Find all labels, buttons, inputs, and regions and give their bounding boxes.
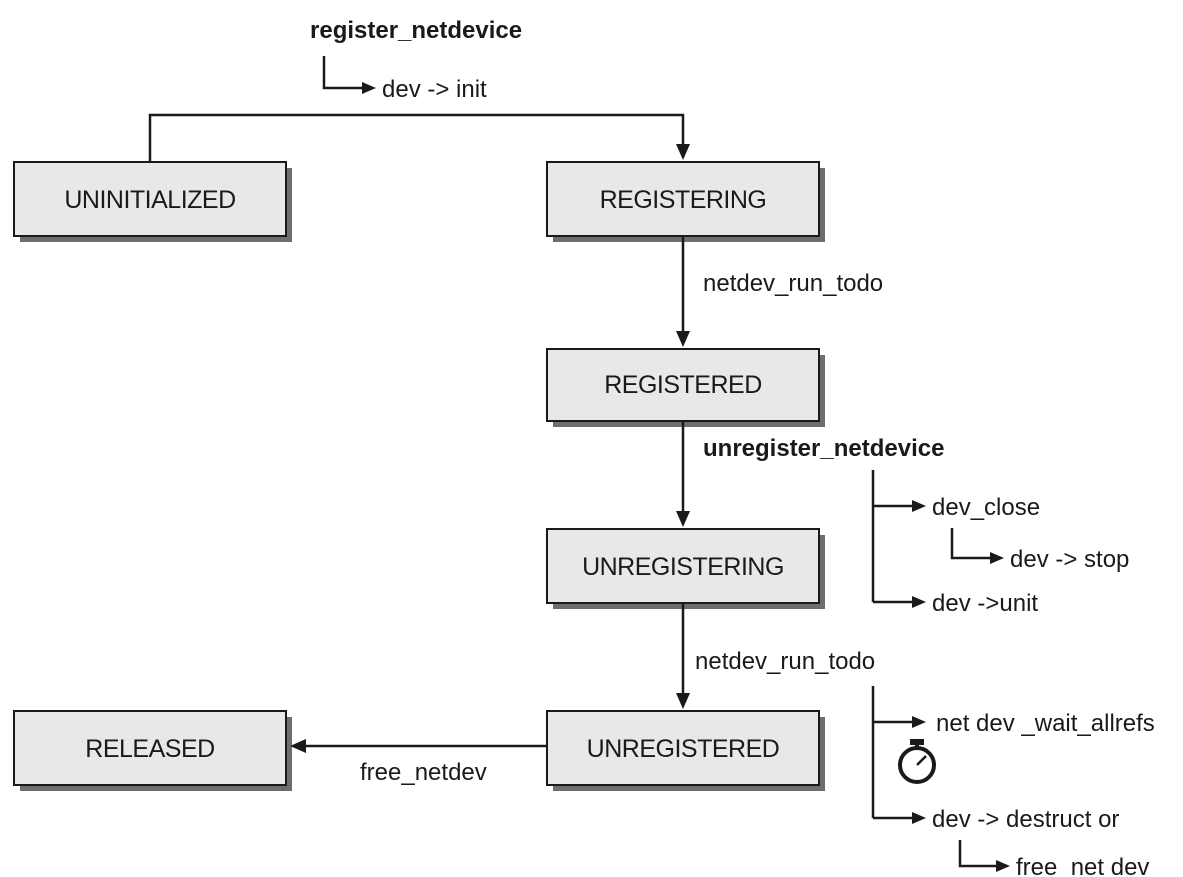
unregister-netdevice-label: unregister_netdevice xyxy=(703,435,944,462)
unregistering-arrowhead xyxy=(676,511,690,527)
dev-destruct-label: dev -> destruct or xyxy=(932,806,1119,833)
state-released: RELEASED xyxy=(13,710,292,791)
registering-arrowhead xyxy=(676,144,690,160)
dev-unit-arrowhead xyxy=(912,596,926,608)
state-registering: REGISTERING xyxy=(546,161,825,242)
state-unregistered-label: UNREGISTERED xyxy=(587,735,780,763)
wait-allrefs-arrowhead xyxy=(912,716,926,728)
stopwatch-icon xyxy=(898,739,936,784)
dev-init-label: dev -> init xyxy=(382,76,487,103)
state-uninitialized: UNINITIALIZED xyxy=(13,161,292,242)
state-uninitialized-label: UNINITIALIZED xyxy=(64,186,235,214)
free-netdev-label: free_netdev xyxy=(360,759,487,786)
state-released-label: RELEASED xyxy=(85,735,214,763)
state-registered-label: REGISTERED xyxy=(604,371,762,399)
dev-close-label: dev_close xyxy=(932,494,1040,521)
dev-stop-arrowhead xyxy=(990,552,1004,564)
uninitialized-to-registering-edge xyxy=(148,113,685,162)
free-net-dev-label: free_net dev xyxy=(1016,854,1149,877)
free-net-dev-arrowhead xyxy=(996,860,1010,872)
registered-arrowhead xyxy=(676,331,690,347)
dev-stop-label: dev -> stop xyxy=(1010,546,1129,573)
dev-stop-connector xyxy=(950,528,992,560)
netdev-run-todo-2-label: netdev_run_todo xyxy=(695,648,875,675)
free-net-dev-connector xyxy=(958,840,998,868)
netdev-run-todo-1-label: netdev_run_todo xyxy=(703,270,883,297)
state-unregistering: UNREGISTERING xyxy=(546,528,825,609)
state-registering-label: REGISTERING xyxy=(600,186,767,214)
state-registered: REGISTERED xyxy=(546,348,825,427)
netdev-wait-allrefs-label: net dev _wait_allrefs xyxy=(936,710,1155,737)
dev-unit-label: dev ->unit xyxy=(932,590,1038,617)
state-unregistered: UNREGISTERED xyxy=(546,710,825,791)
dev-init-connector xyxy=(322,56,362,90)
unregistered-arrowhead xyxy=(676,693,690,709)
released-arrowhead xyxy=(290,739,306,753)
dev-destruct-arrowhead xyxy=(912,812,926,824)
state-unregistering-label: UNREGISTERING xyxy=(582,553,784,581)
dev-init-arrowhead xyxy=(362,82,376,94)
register-netdevice-label: register_netdevice xyxy=(310,17,522,44)
dev-close-arrowhead xyxy=(912,500,926,512)
